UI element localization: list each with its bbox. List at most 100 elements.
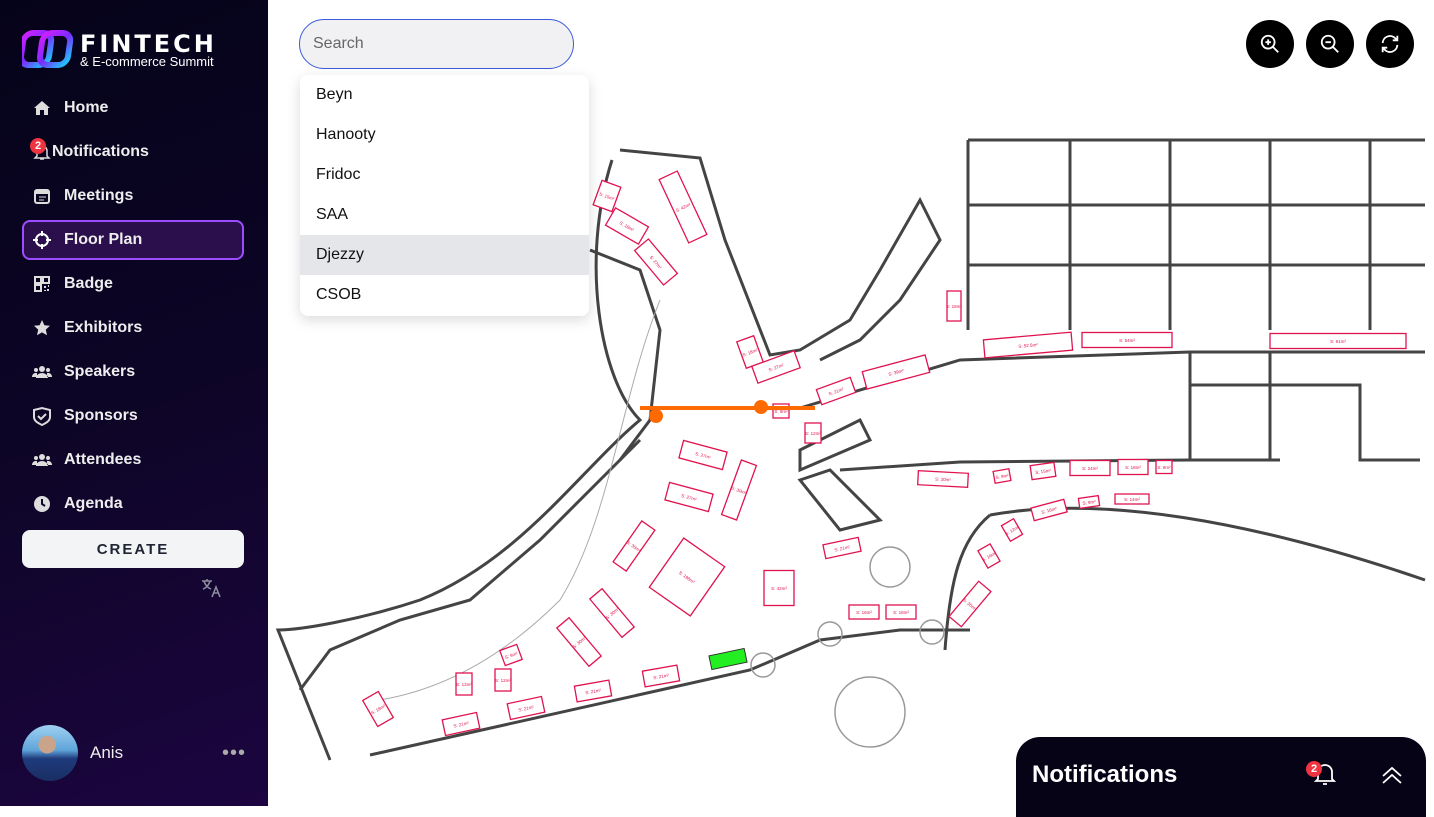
booth-outline (946, 290, 962, 322)
booth[interactable]: S: 12m² (494, 668, 512, 692)
dropdown-option[interactable]: SAA (316, 206, 349, 223)
notifications-panel[interactable]: Notifications 2 (1016, 737, 1426, 817)
home-icon (34, 101, 50, 115)
booth[interactable]: S: 18m² (361, 690, 395, 728)
booth[interactable]: S: 9m² (498, 643, 524, 667)
booth[interactable]: S: 27m² (664, 481, 714, 513)
booth[interactable]: S: 30m² (588, 587, 636, 639)
sidebar-item-sponsors[interactable]: Sponsors (22, 396, 244, 436)
booth[interactable]: S: 52.5m² (982, 331, 1074, 359)
booth[interactable]: S: 12m² (1000, 517, 1024, 543)
booth[interactable]: S: 18m² (885, 604, 917, 620)
more-options-icon[interactable]: ••• (221, 741, 246, 764)
booth-label: S: 9m² (774, 409, 788, 414)
sidebar-item-badge[interactable]: Badge (22, 264, 244, 304)
sidebar-item-notifications[interactable]: 2 Notifications (22, 132, 244, 172)
booth[interactable]: S: 15m² (592, 179, 622, 213)
refresh-icon (1381, 35, 1399, 53)
booth[interactable]: S: 9m² (992, 467, 1012, 485)
logo[interactable]: FINTECH & E-commerce Summit (22, 28, 217, 72)
booth[interactable]: S: 16m² (848, 604, 880, 620)
booth[interactable]: S: 54m² (1081, 331, 1173, 349)
booth[interactable]: S: 24m² (1069, 459, 1111, 477)
sidebar-item-label: Exhibitors (64, 319, 143, 336)
booth[interactable]: S: 18m² (1117, 458, 1149, 476)
booth[interactable]: S: 30m² (612, 520, 656, 572)
dropdown-option[interactable]: Beyn (316, 86, 353, 103)
booth[interactable]: S: 12m² (455, 672, 473, 696)
reset-view-button[interactable] (1366, 20, 1414, 68)
booth[interactable]: S: 21m² (641, 664, 681, 688)
zoom-out-button[interactable] (1306, 20, 1354, 68)
zoom-out-icon (1320, 34, 1339, 53)
user-profile[interactable]: Anis ••• (22, 725, 246, 781)
booth[interactable]: S: 14m² (1114, 493, 1150, 505)
sidebar-item-agenda[interactable]: Agenda (22, 484, 244, 524)
search-input[interactable]: Search (299, 19, 574, 69)
booth-outline (498, 643, 524, 667)
dropdown-option[interactable]: Hanooty (316, 126, 376, 143)
booth[interactable]: S: 30m² (555, 616, 603, 668)
booth[interactable]: S: 42m² (658, 170, 708, 244)
booth[interactable]: S: 27m² (633, 238, 679, 286)
booth-outline (592, 179, 622, 213)
booth[interactable]: S: 21m² (441, 711, 481, 737)
booth-label: S: 9m² (1157, 465, 1171, 470)
booth[interactable]: S: 15m² (1029, 461, 1057, 481)
booth[interactable]: S: 30m² (948, 580, 992, 628)
booth[interactable]: S: 39m² (861, 354, 931, 390)
booth[interactable]: S: 30m² (916, 470, 970, 488)
booth-outline (1081, 331, 1173, 349)
booth-label: S: 18m² (946, 304, 962, 309)
booth-label: S: 18m² (1125, 465, 1141, 470)
route-waypoint-marker (754, 400, 768, 414)
sidebar-item-meetings[interactable]: Meetings (22, 176, 244, 216)
booth[interactable]: S: 16m² (1030, 498, 1068, 522)
user-name: Anis (90, 743, 124, 762)
booth[interactable]: S: 16m² (977, 542, 1001, 570)
booth[interactable]: S: 9m² (1077, 494, 1101, 510)
booth[interactable]: S: 21m² (822, 536, 862, 560)
avatar (22, 725, 78, 781)
sidebar-item-label: Notifications (52, 143, 149, 160)
pillar (919, 619, 945, 645)
sidebar-item-speakers[interactable]: Speakers (22, 352, 244, 392)
translate-icon[interactable] (200, 576, 224, 600)
booth-outline (612, 520, 656, 572)
create-button[interactable]: CREATE (22, 530, 244, 568)
users-icon (32, 454, 52, 466)
aisle-line (379, 299, 661, 701)
dropdown-option[interactable]: CSOB (316, 286, 362, 303)
dropdown-option[interactable]: Djezzy (300, 235, 589, 275)
booth[interactable]: S: 42m² (763, 569, 795, 607)
wall (298, 438, 642, 691)
sidebar-item-home[interactable]: Home (22, 88, 244, 128)
booth[interactable]: S: 18m² (946, 290, 962, 322)
booth-outline (822, 536, 862, 560)
booth-label: S: 27m² (681, 493, 698, 502)
chevron-double-up-icon[interactable] (1380, 763, 1404, 787)
booth[interactable]: S: 18m² (604, 206, 650, 246)
booth[interactable]: S: 81m² (1269, 332, 1407, 350)
brand-title: FINTECH (80, 30, 217, 58)
booth[interactable]: S: 9m² (1155, 459, 1173, 475)
selected-booth[interactable] (708, 647, 748, 671)
booth-outline (678, 439, 728, 471)
booth[interactable]: S: 21m² (573, 679, 613, 703)
booth[interactable]: S: 27m² (678, 439, 728, 471)
booth[interactable]: S: 21m² (506, 695, 546, 721)
dropdown-option[interactable]: Fridoc (316, 166, 361, 183)
sidebar-item-floor-plan[interactable]: Floor Plan (22, 220, 244, 260)
notification-badge: 2 (30, 138, 46, 154)
booth[interactable]: S: 30m² (720, 459, 758, 521)
sidebar-item-attendees[interactable]: Attendees (22, 440, 244, 480)
booth-label: S: 21m² (834, 544, 851, 552)
zoom-in-button[interactable] (1246, 20, 1294, 68)
booth[interactable]: S: 198m² (648, 537, 726, 617)
sidebar-item-exhibitors[interactable]: Exhibitors (22, 308, 244, 348)
sidebar-item-label: Floor Plan (64, 231, 143, 248)
booth[interactable]: S: 27m² (750, 350, 802, 384)
booth[interactable]: S: 12m² (804, 422, 822, 444)
booth[interactable]: S: 21m² (815, 376, 857, 406)
